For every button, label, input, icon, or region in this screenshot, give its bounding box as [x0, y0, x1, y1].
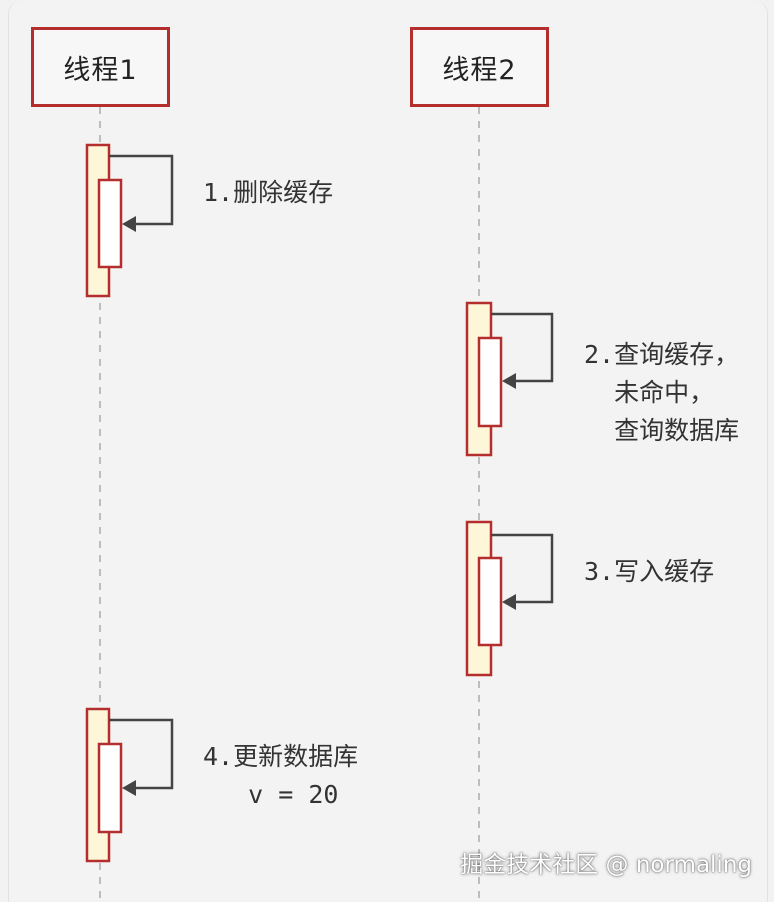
watermark: 掘金技术社区 @ normaling — [460, 852, 752, 878]
participant-thread1: 线程1 — [31, 27, 170, 107]
participant-thread2: 线程2 — [410, 27, 549, 107]
diagram-frame — [8, 0, 768, 902]
step2-label: 2.查询缓存， 未命中， 查询数据库 — [584, 340, 740, 445]
step1-activation — [85, 143, 174, 298]
participant-thread2-label: 线程2 — [442, 54, 517, 86]
step3-label: 3.写入缓存 — [584, 557, 715, 586]
participant-thread1-label: 线程1 — [63, 54, 138, 86]
step4-label: 4.更新数据库 v = 20 — [203, 742, 359, 809]
step4-activation — [85, 707, 174, 863]
step1-label: 1.删除缓存 — [203, 178, 334, 207]
step2-activation — [465, 301, 554, 457]
step3-activation — [465, 520, 554, 677]
